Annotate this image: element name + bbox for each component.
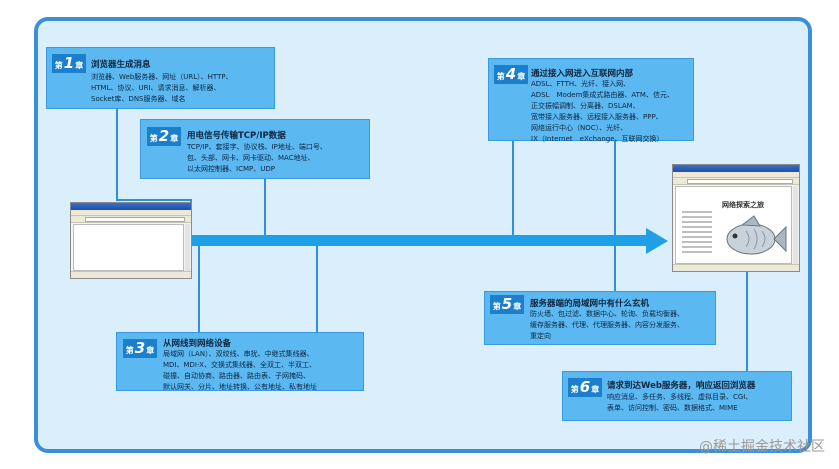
keyword-line: 响应消息、多任务、多线程、虚拟目录、CGI、: [607, 393, 753, 401]
badge-suffix: 章: [591, 385, 600, 394]
browser-scrollbar: [793, 186, 798, 264]
keyword-line: 网络运行中心（NOC）、光纤、: [531, 124, 628, 132]
keyword-line: HTML、协议、URI、请求消息、解析器、: [91, 84, 221, 92]
chapter-2-keywords: TCP/IP、套接字、协议栈、IP地址、端口号、 包、头部、网卡、网卡驱动、MA…: [187, 142, 327, 175]
chapter-number: 3: [134, 339, 146, 357]
chapter-5-box: 第 5 章 服务器端的局域网中有什么玄机 防火墙、包过滤、数据中心、轮询、负载均…: [484, 291, 716, 345]
badge-prefix: 第: [570, 385, 579, 394]
chapter-number: 5: [501, 295, 513, 313]
keyword-line: 包、头部、网卡、网卡驱动、MAC地址、: [187, 154, 315, 162]
chapter-4-title: 通过接入网进入互联网内部: [531, 69, 634, 79]
badge-prefix: 第: [492, 302, 501, 311]
chapter-1-box: 第 1 章 浏览器生成消息 浏览器、Web服务器、网址（URL）、HTTP、 H…: [46, 47, 275, 109]
browser-menubar: [673, 172, 799, 178]
chapter-2-title: 用电信号传输TCP/IP数据: [187, 131, 286, 141]
keyword-line: MDI、MDI-X、交换式集线器、全双工、半双工、: [163, 361, 316, 369]
browser-scrollbar: [185, 224, 190, 271]
keyword-line: 默认网关、分片、地址转换、公有地址、私有地址: [163, 383, 317, 391]
badge-suffix: 章: [170, 134, 179, 143]
chapter-5-title: 服务器端的局域网中有什么玄机: [530, 299, 650, 309]
badge-prefix: 第: [125, 346, 134, 355]
keyword-line: 重定向: [530, 332, 551, 340]
keyword-line: 局域网（LAN）、双绞线、串扰、中继式集线器、: [163, 350, 314, 358]
connector-line: [316, 246, 318, 334]
chapter-number: 2: [158, 127, 170, 145]
page-heading: 网络探索之旅: [722, 201, 764, 209]
keyword-line: 正交振幅调制、分离器、DSLAM、: [531, 102, 640, 110]
badge-suffix: 章: [513, 302, 522, 311]
browser-titlebar: [673, 165, 799, 172]
chapter-2-box: 第 2 章 用电信号传输TCP/IP数据 TCP/IP、套接字、协议栈、IP地址…: [140, 119, 370, 179]
chapter-3-keywords: 局域网（LAN）、双绞线、串扰、中继式集线器、 MDI、MDI-X、交换式集线器…: [163, 349, 317, 393]
keyword-line: ADSL Modem集成式路由器、ATM、信元、: [531, 91, 674, 99]
route-arrow-shaft: [100, 235, 648, 246]
chapter-5-keywords: 防火墙、包过滤、数据中心、轮询、负载均衡器、 缓存服务器、代理、代理服务器、内容…: [530, 309, 684, 342]
browser-address-bar: [71, 216, 191, 223]
client-browser-window: [70, 202, 192, 279]
keyword-line: IX（Internet eXchange、互联网交换）: [531, 135, 664, 143]
badge-prefix: 第: [54, 61, 63, 70]
chapter-3-box: 第 3 章 从网线到网络设备 局域网（LAN）、双绞线、串扰、中继式集线器、 M…: [116, 332, 364, 391]
connector-line: [116, 199, 192, 201]
keyword-line: Socket库、DNS服务器、域名: [91, 95, 186, 103]
chapter-1-keywords: 浏览器、Web服务器、网址（URL）、HTTP、 HTML、协议、URI、请求消…: [91, 72, 233, 105]
keyword-line: ADSL、FTTH、光纤、接入网、: [531, 80, 631, 88]
connector-line: [512, 140, 514, 236]
chapter-6-badge: 第 6 章: [568, 378, 602, 397]
route-arrow-head: [646, 228, 668, 254]
connector-line: [614, 246, 616, 292]
chapter-6-keywords: 响应消息、多任务、多线程、虚拟目录、CGI、 表单、访问控制、密码、数据格式、M…: [607, 392, 752, 414]
server-page-browser-window: 网络探索之旅: [672, 164, 800, 272]
connector-line: [746, 272, 748, 372]
badge-prefix: 第: [149, 134, 158, 143]
chapter-4-keywords: ADSL、FTTH、光纤、接入网、 ADSL Modem集成式路由器、ATM、信…: [531, 79, 674, 145]
keyword-line: 碰撞、自动协商、路由器、路由表、子网掩码、: [163, 372, 310, 380]
browser-content: 网络探索之旅: [675, 186, 792, 264]
connector-line: [614, 140, 616, 236]
browser-statusbar: [673, 264, 799, 271]
keyword-line: 缓存服务器、代理、代理服务器、内容分发服务、: [530, 321, 684, 329]
chapter-4-box: 第 4 章 通过接入网进入互联网内部 ADSL、FTTH、光纤、接入网、 ADS…: [488, 58, 694, 143]
chapter-3-title: 从网线到网络设备: [163, 339, 232, 349]
browser-titlebar: [71, 203, 191, 210]
connector-line: [116, 108, 118, 201]
fish-illustration-icon: [726, 215, 787, 255]
chapter-number: 1: [63, 54, 75, 72]
browser-statusbar: [71, 271, 191, 278]
chapter-3-badge: 第 3 章: [123, 339, 157, 358]
badge-suffix: 章: [75, 61, 84, 70]
chapter-number: 6: [579, 378, 591, 396]
chapter-5-badge: 第 5 章: [490, 295, 524, 314]
keyword-line: 宽带接入服务器、远程接入服务器、PPP、: [531, 113, 663, 121]
chapter-4-badge: 第 4 章: [494, 65, 528, 84]
badge-suffix: 章: [146, 346, 155, 355]
keyword-line: 浏览器、Web服务器、网址（URL）、HTTP、: [91, 73, 233, 81]
keyword-line: 以太网控制器、ICMP、UDP: [187, 165, 275, 173]
chapter-6-title: 请求到达Web服务器，响应返回浏览器: [607, 381, 756, 391]
keyword-line: 防火墙、包过滤、数据中心、轮询、负载均衡器、: [530, 310, 684, 318]
browser-address-bar: [673, 178, 799, 185]
badge-prefix: 第: [496, 72, 505, 81]
page-text-lines: [682, 211, 712, 256]
connector-line: [264, 178, 266, 236]
chapter-6-box: 第 6 章 请求到达Web服务器，响应返回浏览器 响应消息、多任务、多线程、虚拟…: [562, 371, 792, 421]
connector-line: [198, 246, 200, 334]
browser-content: [73, 224, 184, 271]
chapter-2-badge: 第 2 章: [147, 127, 181, 146]
badge-suffix: 章: [517, 72, 526, 81]
browser-menubar: [71, 210, 191, 216]
keyword-line: 表单、访问控制、密码、数据格式、MIME: [607, 404, 738, 412]
chapter-number: 4: [505, 65, 517, 83]
keyword-line: TCP/IP、套接字、协议栈、IP地址、端口号、: [187, 143, 327, 151]
chapter-1-badge: 第 1 章: [52, 54, 86, 73]
watermark: @稀土掘金技术社区: [699, 439, 825, 455]
chapter-1-title: 浏览器生成消息: [91, 60, 151, 70]
